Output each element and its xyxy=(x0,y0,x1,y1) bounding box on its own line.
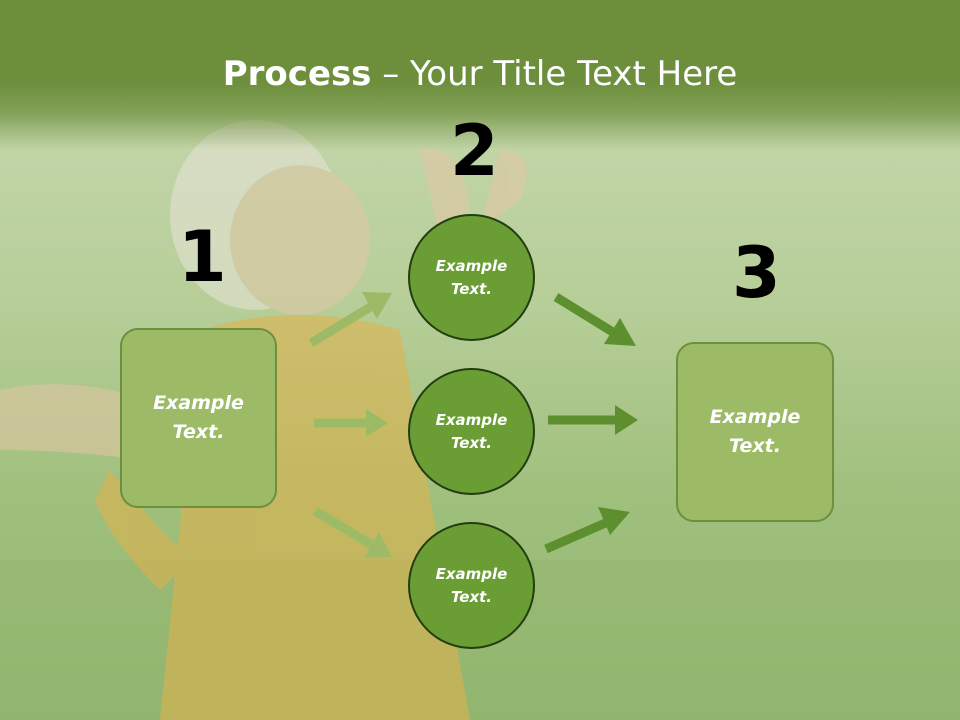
arrow-right-lower xyxy=(544,507,630,554)
step-number-3: 3 xyxy=(732,232,781,314)
circle-top-line2: Text. xyxy=(450,279,492,298)
arrow-right-upper xyxy=(553,293,636,346)
circle-bottom-line1: Example xyxy=(435,564,508,583)
arrow-right-middle xyxy=(548,405,638,435)
left-box-line2: Text. xyxy=(172,421,225,443)
arrow-left-middle xyxy=(314,409,388,437)
header-band xyxy=(0,0,960,150)
circle-bottom-line2: Text. xyxy=(450,587,492,606)
slide-title: Process – Your Title Text Here xyxy=(0,52,960,96)
circle-top-line1: Example xyxy=(435,256,508,275)
arrow-left-lower xyxy=(312,507,392,558)
title-rest: – Your Title Text Here xyxy=(371,54,738,94)
step-number-2: 2 xyxy=(450,110,499,192)
step-number-1: 1 xyxy=(178,216,227,298)
arrow-left-upper xyxy=(308,292,392,347)
title-bold: Process xyxy=(222,54,372,94)
right-box-line1: Example xyxy=(709,406,801,428)
circle-middle-line1: Example xyxy=(435,410,508,429)
left-box-line1: Example xyxy=(153,392,244,414)
circle-middle-line2: Text. xyxy=(450,433,492,452)
right-box-line2: Text. xyxy=(729,435,781,457)
